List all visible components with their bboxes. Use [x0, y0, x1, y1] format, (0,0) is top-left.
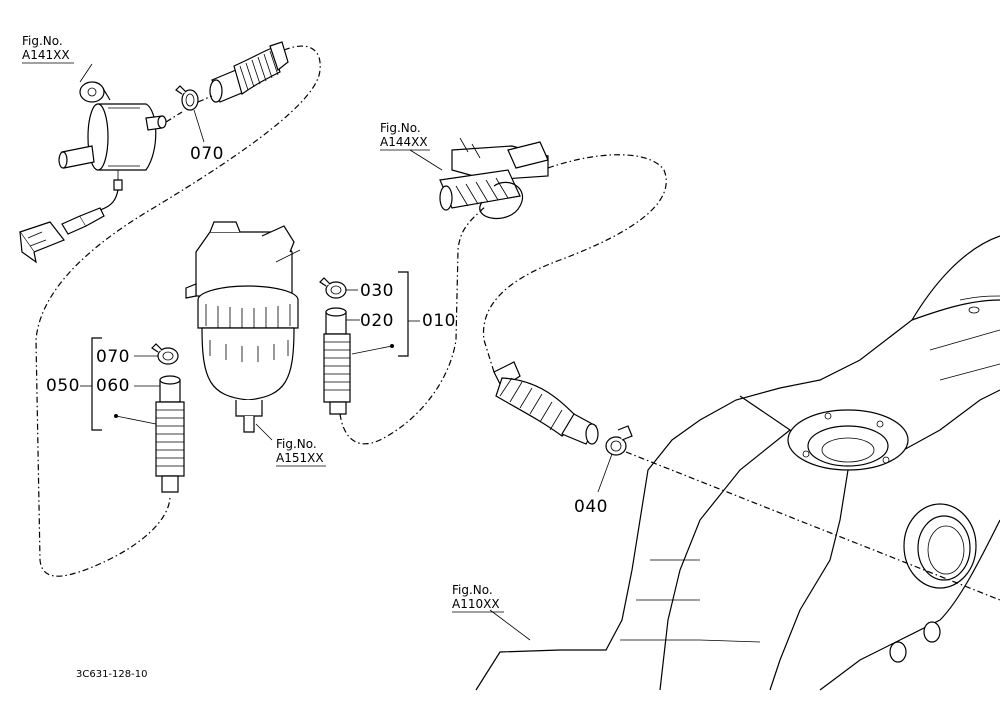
fig-ref-a144-line1: Fig.No.: [380, 121, 421, 135]
part-030: 030: [360, 281, 394, 301]
fig-ref-a141: Fig.No. A141XX: [22, 34, 70, 62]
fig-ref-a110: Fig.No. A110XX: [452, 583, 500, 611]
fig-reference-underlines: [22, 62, 504, 613]
fuel-filter-illustration: [185, 221, 301, 441]
fuel-hose-020: [323, 307, 394, 415]
fig-ref-a141-line2: A141XX: [22, 48, 70, 62]
part-060: 060: [96, 376, 130, 396]
part-020: 020: [360, 311, 394, 331]
fig-ref-a144-line2: A144XX: [380, 135, 428, 149]
fig-ref-a144: Fig.No. A144XX: [380, 121, 428, 149]
fuel-tank-illustration: [475, 235, 1000, 691]
part-010: 010: [422, 311, 456, 331]
fig-ref-a110-line1: Fig.No.: [452, 583, 493, 597]
part-070-top: 070: [190, 144, 224, 164]
fig-ref-a151-line2: A151XX: [276, 451, 324, 465]
fuel-hose-tank: [493, 361, 599, 445]
fuel-routing-lines: [35, 45, 1000, 601]
fig-ref-a151-line1: Fig.No.: [276, 437, 317, 451]
hose-clamp-070-left: [134, 343, 179, 365]
bracket-050: [91, 337, 102, 431]
hose-clamp-030: [319, 277, 358, 299]
fuel-hose-060: [114, 375, 185, 493]
hose-clamp-070-top: [175, 85, 205, 143]
fig-ref-a110-line2: A110XX: [452, 597, 500, 611]
fuel-hose-top: [209, 41, 289, 103]
part-050: 050: [46, 376, 80, 396]
part-040: 040: [574, 497, 608, 517]
drawing-code: 3C631-128-10: [76, 669, 148, 680]
fuel-cock-illustration: [409, 137, 549, 220]
fuel-pump-illustration: [19, 63, 167, 264]
hose-clamp-040: [597, 425, 633, 493]
bracket-010: [398, 271, 409, 357]
fig-ref-a151: Fig.No. A151XX: [276, 437, 324, 465]
part-070-left: 070: [96, 347, 130, 367]
fig-ref-a141-line1: Fig.No.: [22, 34, 63, 48]
